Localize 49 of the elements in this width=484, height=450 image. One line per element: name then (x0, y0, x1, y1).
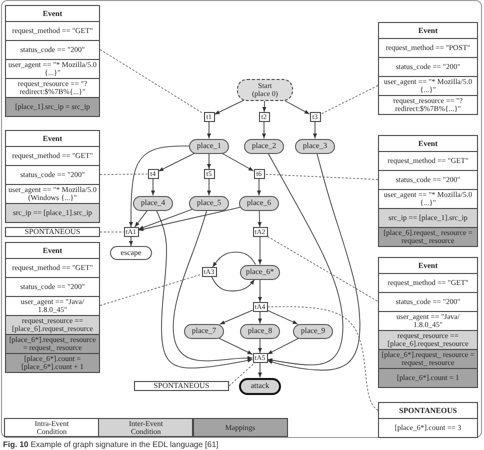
arrow (313, 122, 317, 139)
condition-table (378, 402, 478, 438)
arrow (267, 338, 300, 355)
arrow (258, 210, 262, 228)
arrow (219, 310, 253, 325)
condition-table (5, 242, 100, 373)
arrow (207, 178, 211, 196)
arrow (129, 236, 133, 246)
connector-line (100, 274, 202, 306)
arrow (138, 208, 193, 230)
arrow (258, 236, 262, 265)
arrow (258, 312, 262, 324)
connector-line (100, 49, 204, 114)
condition-table (378, 257, 478, 388)
arrow (207, 153, 211, 170)
arrow (284, 100, 310, 114)
connector-line (264, 174, 378, 180)
connector-line (228, 362, 255, 386)
connector-line (320, 85, 378, 115)
arrow (258, 362, 262, 378)
arrow (172, 210, 253, 362)
arrow (218, 338, 253, 355)
arrow (134, 210, 148, 228)
arrow (262, 100, 266, 112)
connector-line (100, 174, 148, 175)
arrow (129, 146, 190, 228)
arrow (211, 276, 255, 292)
condition-table (5, 5, 100, 117)
arrow (222, 153, 254, 172)
arrow (262, 122, 266, 139)
connector-line (267, 306, 378, 411)
arrow (158, 152, 195, 172)
connector-line (267, 236, 378, 302)
arrow (156, 210, 253, 368)
arrow (267, 153, 344, 366)
arrow (267, 153, 360, 371)
condition-table (5, 130, 100, 223)
arrow (214, 100, 244, 115)
arrow (207, 122, 211, 139)
arrow (138, 206, 241, 232)
arrow (151, 178, 155, 196)
arrow (258, 279, 262, 302)
arrow (212, 252, 256, 268)
condition-table (378, 22, 478, 115)
arrow (267, 310, 298, 324)
arrow (257, 178, 261, 196)
condition-table (378, 135, 478, 247)
figure-caption: Fig. 10 Example of graph signature in the EDL language [61] (3, 440, 218, 449)
arrow (258, 338, 262, 354)
